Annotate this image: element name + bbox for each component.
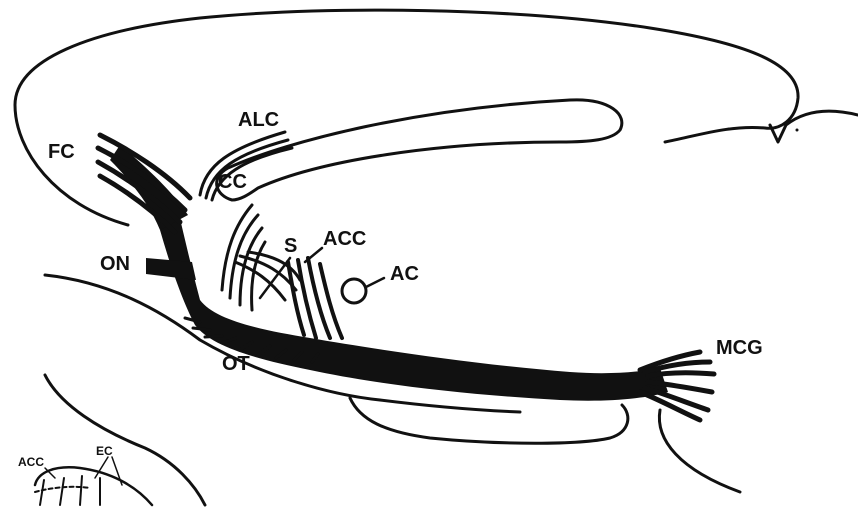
ventral-contour-lower [350, 398, 628, 443]
ac-leader [366, 278, 384, 287]
cerebellum-edge [770, 111, 858, 142]
label-inset-ec: EC [96, 444, 113, 458]
label-ot: OT [222, 353, 250, 375]
label-s: S [284, 235, 297, 257]
striatal-fans [222, 205, 300, 310]
label-mcg: MCG [716, 337, 763, 359]
inset-diagram [35, 457, 152, 505]
label-alc: ALC [238, 109, 279, 131]
label-fc: FC [48, 141, 75, 163]
medulla-contour [45, 375, 205, 505]
small-dot [796, 129, 799, 132]
label-acc: ACC [323, 228, 366, 250]
label-inset-acc: ACC [18, 455, 44, 469]
label-cc: CC [218, 171, 247, 193]
acc-strands [288, 258, 342, 338]
label-on: ON [100, 253, 130, 275]
label-ac: AC [390, 263, 419, 285]
acc-leader [305, 248, 322, 262]
ac-circle [342, 279, 366, 303]
